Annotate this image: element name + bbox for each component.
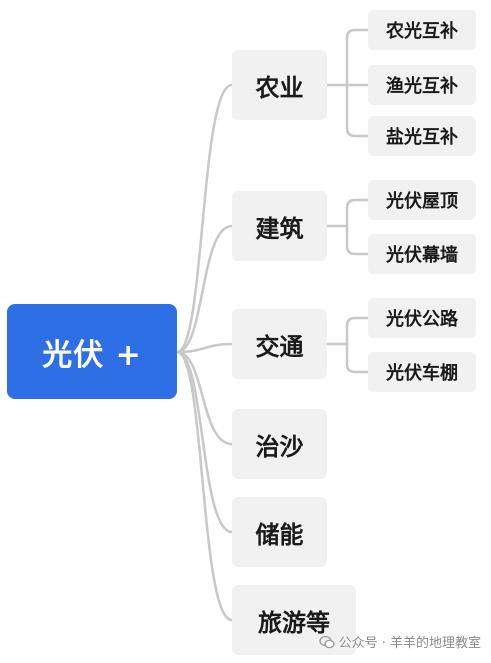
leaf-trans-2[interactable]: 光伏车棚	[368, 352, 476, 392]
connector-transport	[175, 342, 234, 354]
leaf-build-2[interactable]: 光伏幕墙	[368, 234, 476, 274]
branch-energy-storage[interactable]: 储能	[232, 497, 327, 567]
branch-agriculture[interactable]: 农业	[232, 50, 327, 120]
branch-label: 建筑	[255, 214, 304, 243]
leaf-agri-3[interactable]: 盐光互补	[368, 116, 476, 156]
branch-desert-control[interactable]: 治沙	[232, 409, 327, 479]
leaf-agri-1[interactable]: 农光互补	[368, 10, 476, 50]
connector-storage	[175, 350, 234, 534]
branch-label: 治沙	[255, 432, 304, 461]
connector-trans-2	[345, 342, 370, 374]
leaf-build-1[interactable]: 光伏屋顶	[368, 180, 476, 220]
wechat-icon	[318, 635, 335, 648]
branch-building[interactable]: 建筑	[232, 191, 327, 261]
connector-agriculture	[175, 83, 234, 354]
branch-label: 旅游等	[258, 608, 330, 637]
connector-build-2	[345, 224, 370, 256]
leaf-trans-1[interactable]: 光伏公路	[368, 298, 476, 338]
leaf-label: 光伏车棚	[386, 363, 458, 384]
branch-transport[interactable]: 交通	[232, 309, 327, 379]
leaf-label: 光伏公路	[386, 309, 458, 330]
connector-agri-3	[345, 83, 370, 138]
root-label: 光伏 +	[42, 337, 142, 373]
connector-building	[175, 224, 234, 354]
branch-tourism[interactable]: 旅游等	[232, 585, 356, 655]
connector-desert	[175, 350, 234, 446]
leaf-label: 渔光互补	[386, 76, 458, 97]
root-node[interactable]: 光伏 +	[7, 304, 177, 399]
connector-tourism	[175, 350, 234, 622]
connector-agri-1	[345, 28, 370, 87]
branch-label: 农业	[255, 73, 304, 102]
watermark: 公众号 · 羊羊的地理教室	[318, 632, 481, 651]
branch-label: 交通	[255, 332, 304, 361]
branch-label: 储能	[255, 520, 304, 549]
connector-trans-1	[345, 316, 370, 346]
leaf-label: 盐光互补	[386, 127, 458, 148]
watermark-text: 公众号 · 羊羊的地理教室	[338, 636, 481, 651]
connector-build-1	[345, 198, 370, 228]
leaf-label: 农光互补	[386, 21, 458, 42]
leaf-label: 光伏幕墙	[386, 245, 458, 266]
leaf-agri-2[interactable]: 渔光互补	[368, 65, 476, 105]
leaf-label: 光伏屋顶	[386, 191, 458, 212]
